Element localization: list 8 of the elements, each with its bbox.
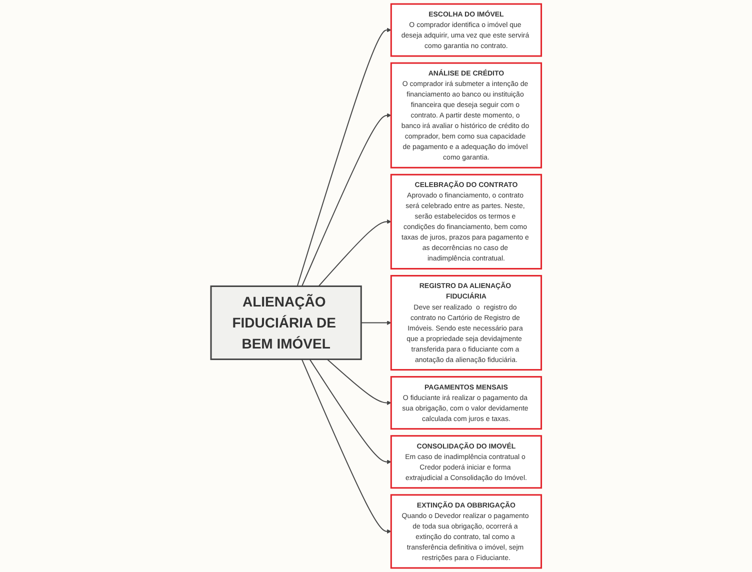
arrow — [309, 358, 392, 464]
arrow — [360, 320, 392, 325]
arrow — [296, 28, 392, 287]
arrow — [326, 358, 392, 406]
node-box: ALIENAÇÃO FIDUCIÁRIA DE BEM IMÓVEL — [210, 286, 362, 360]
arrow — [301, 113, 392, 287]
arrow — [301, 358, 392, 534]
arrow — [318, 220, 392, 287]
